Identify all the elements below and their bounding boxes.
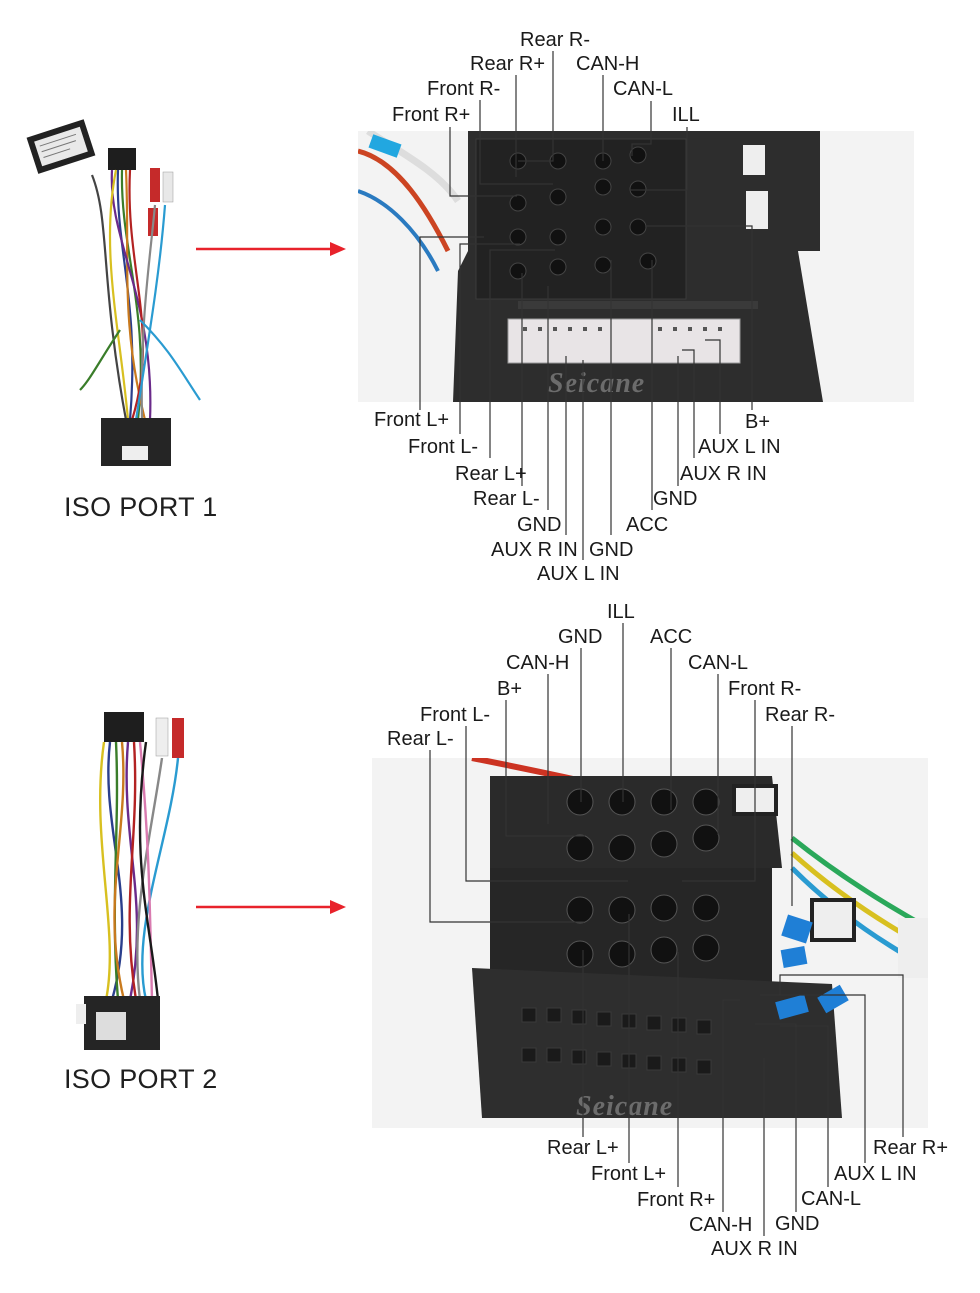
p1-label-front-r-minus: Front R- — [427, 78, 501, 100]
p1-label-aux-r-in: AUX R IN — [680, 463, 767, 485]
iso-port-1-section: ISO PORT 1 — [0, 0, 980, 600]
iso-port-2-section: ISO PORT 2 — [0, 600, 980, 1293]
port-1-title: ISO PORT 1 — [64, 492, 218, 522]
p2-label-aux-l-in: AUX L IN — [834, 1163, 917, 1185]
p1-label-can-l: CAN-L — [613, 78, 674, 100]
p2-label-rear-l-plus: Rear L+ — [547, 1137, 619, 1159]
p2-label-can-l-bottom: CAN-L — [801, 1188, 862, 1210]
p1-label-rear-l-minus: Rear L- — [473, 488, 540, 510]
p1-label-can-h: CAN-H — [576, 53, 640, 75]
p2-label-acc: ACC — [650, 626, 693, 648]
p2-label-gnd: GND — [558, 626, 603, 648]
p1-label-front-l-plus: Front L+ — [374, 409, 450, 431]
p2-label-can-l: CAN-L — [688, 652, 749, 674]
p1-label-rear-r-plus: Rear R+ — [470, 53, 546, 75]
port-1-connector-drawing — [358, 131, 823, 402]
port-2-title: ISO PORT 2 — [64, 1064, 218, 1094]
p2-label-can-h-bottom: CAN-H — [689, 1214, 753, 1236]
p1-label-b-plus: B+ — [745, 411, 771, 433]
p1-label-rear-l-plus: Rear L+ — [455, 463, 527, 485]
p1-label-aux-l-in: AUX L IN — [698, 436, 781, 458]
p2-label-rear-r-plus: Rear R+ — [873, 1137, 949, 1159]
p2-label-aux-r-in: AUX R IN — [711, 1238, 798, 1260]
p2-label-rear-r-minus: Rear R- — [765, 704, 836, 726]
p1-label-gnd-c: GND — [589, 539, 634, 561]
p1-label-aux-l-in-2: AUX L IN — [537, 563, 620, 585]
p2-label-front-l-plus: Front L+ — [591, 1163, 667, 1185]
p1-label-acc: ACC — [626, 514, 669, 536]
p1-label-gnd-b: GND — [517, 514, 562, 536]
port-2-connector-drawing — [471, 758, 928, 1118]
harness-2-illustration — [76, 712, 346, 1050]
p1-label-front-l-minus: Front L- — [408, 436, 479, 458]
p2-label-front-r-minus: Front R- — [728, 678, 802, 700]
p1-label-gnd-a: GND — [653, 488, 698, 510]
p2-label-can-h: CAN-H — [506, 652, 570, 674]
p1-label-rear-r-minus: Rear R- — [520, 29, 591, 51]
p2-label-gnd-bottom: GND — [775, 1213, 820, 1235]
p2-label-rear-l-minus: Rear L- — [387, 728, 454, 750]
p1-label-ill: ILL — [672, 104, 700, 126]
p1-label-front-r-plus: Front R+ — [392, 104, 471, 126]
p2-label-ill: ILL — [607, 601, 635, 623]
p2-label-front-r-plus: Front R+ — [637, 1189, 716, 1211]
harness-1-illustration — [26, 119, 346, 466]
port-1-connector-photo: Seicane — [358, 131, 914, 402]
watermark-1: Seicane — [548, 368, 646, 399]
p1-label-aux-r-in-2: AUX R IN — [491, 539, 578, 561]
p2-label-b-plus: B+ — [497, 678, 523, 700]
port-2-connector-photo: Seicane — [372, 758, 928, 1128]
p2-label-front-l-minus: Front L- — [420, 704, 491, 726]
watermark-2: Seicane — [576, 1091, 674, 1122]
